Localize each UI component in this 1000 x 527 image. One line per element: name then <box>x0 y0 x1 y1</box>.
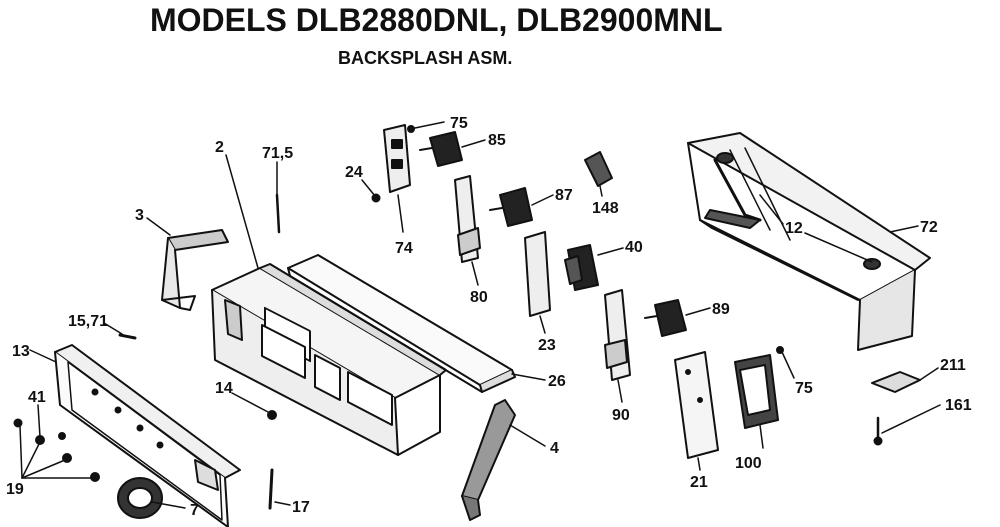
callout-7: 7 <box>190 502 199 519</box>
callout-24: 24 <box>345 164 363 181</box>
right-bracket-part <box>461 399 516 521</box>
callout-13: 13 <box>12 343 30 360</box>
callout-148: 148 <box>592 200 619 217</box>
small-hardware-part <box>13 125 921 510</box>
backsplash-housing-part <box>687 132 931 351</box>
callout-211: 211 <box>940 357 966 374</box>
front-control-panel-part <box>54 344 241 527</box>
callout-21: 21 <box>690 474 708 491</box>
callout-75-upper: 75 <box>450 115 468 132</box>
callout-161: 161 <box>945 397 972 414</box>
callout-85: 85 <box>488 132 506 149</box>
callout-87: 87 <box>555 187 573 204</box>
callout-80: 80 <box>470 289 488 306</box>
callout-71-5: 71,5 <box>262 145 293 162</box>
callout-74: 74 <box>395 240 413 257</box>
callout-40: 40 <box>625 239 643 256</box>
callout-23: 23 <box>538 337 556 354</box>
callout-leader-lines <box>19 121 941 509</box>
callout-15-71: 15,71 <box>68 313 108 330</box>
callout-12: 12 <box>785 220 803 237</box>
top-trim-strip-part <box>287 254 516 393</box>
timer-assembly-part <box>674 351 779 459</box>
callout-19: 19 <box>6 481 24 498</box>
callout-4: 4 <box>550 440 559 457</box>
page-subtitle: BACKSPLASH ASM. <box>338 48 513 68</box>
left-bracket-part <box>161 229 229 311</box>
callout-41: 41 <box>28 389 46 406</box>
callout-90: 90 <box>612 407 630 424</box>
callout-3: 3 <box>135 207 144 224</box>
callout-100: 100 <box>735 455 762 472</box>
callout-14: 14 <box>215 380 233 397</box>
callout-2: 2 <box>215 139 224 156</box>
callout-75-lower: 75 <box>795 380 813 397</box>
callout-72: 72 <box>920 219 938 236</box>
callout-26: 26 <box>548 373 566 390</box>
page-title: MODELS DLB2880DNL, DLB2900MNL <box>150 2 723 38</box>
switch-components-part <box>383 124 687 381</box>
control-knob-part <box>117 477 163 519</box>
callout-17: 17 <box>292 499 310 516</box>
callout-labels: 2 71,5 24 75 85 74 87 148 12 72 3 80 40 … <box>6 115 972 519</box>
control-panel-frame-part <box>211 263 447 456</box>
callout-89: 89 <box>712 301 730 318</box>
